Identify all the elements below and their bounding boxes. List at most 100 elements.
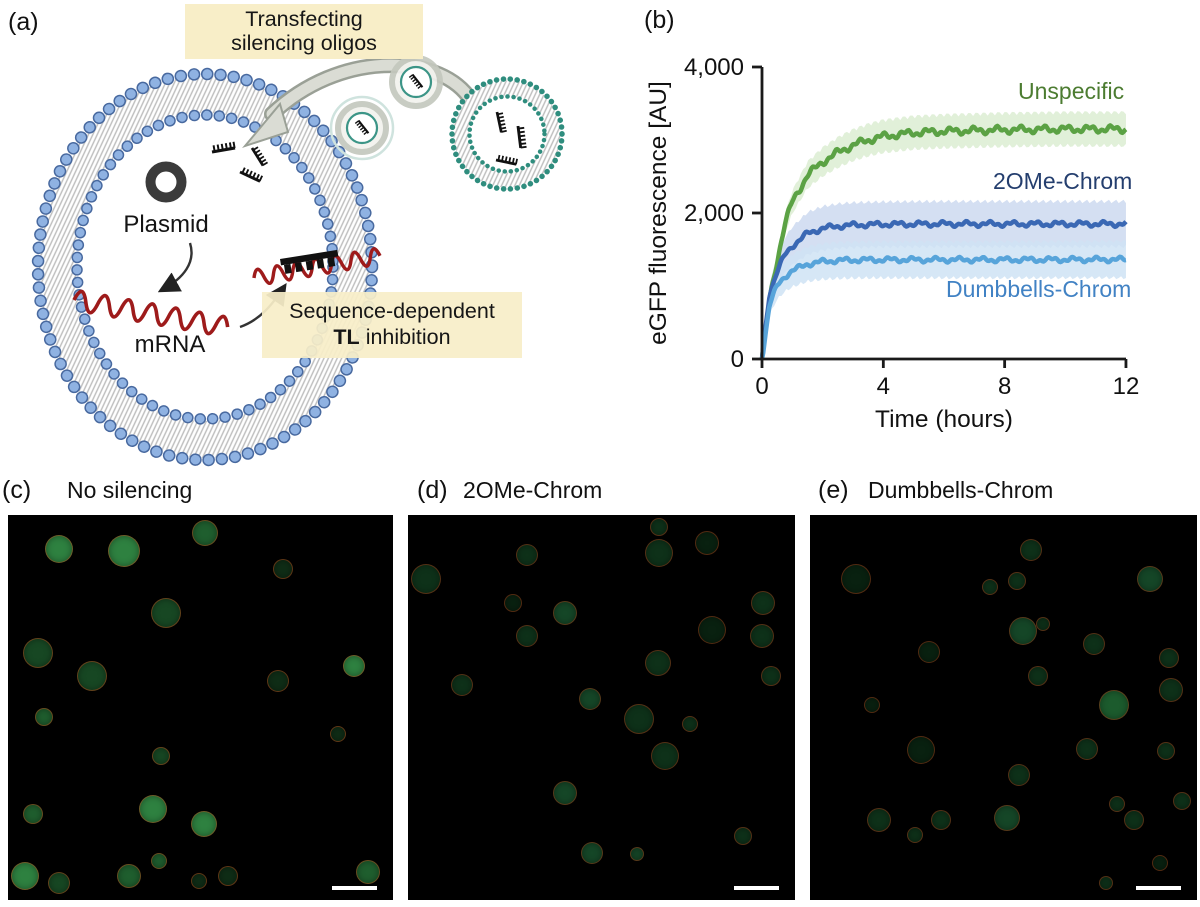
- free-oligo-icon: [238, 165, 264, 183]
- gfp-vesicle: [552, 601, 577, 626]
- gfp-vesicle: [750, 591, 775, 615]
- band-2OMe-Chrom: [762, 199, 1126, 359]
- y-tick-label: 4,000: [684, 54, 744, 81]
- gfp-vesicle: [1007, 572, 1026, 591]
- band-Unspecific: [762, 111, 1126, 359]
- x-axis-title: Time (hours): [875, 406, 1013, 433]
- gfp-vesicle: [330, 725, 347, 742]
- gfp-vesicle: [624, 703, 655, 734]
- gfp-vesicle: [77, 661, 108, 692]
- gfp-vesicle: [630, 847, 645, 862]
- series-label-2OMe-Chrom: 2OMe-Chrom: [993, 168, 1132, 194]
- panel-d-label: (d): [417, 476, 448, 504]
- gfp-vesicle: [1036, 617, 1051, 632]
- scale-bar: [734, 886, 779, 890]
- gfp-vesicle: [191, 872, 208, 889]
- gfp-vesicle: [733, 826, 752, 845]
- gfp-vesicle: [273, 559, 294, 580]
- gfp-vesicle: [22, 638, 53, 669]
- gfp-vesicle: [411, 564, 442, 595]
- gfp-vesicle: [867, 808, 892, 833]
- gfp-vesicle: [1083, 632, 1106, 655]
- gfp-vesicle: [698, 615, 727, 644]
- gfp-vesicle: [749, 624, 774, 649]
- gfp-vesicle: [117, 863, 142, 888]
- callout-bottom-line1: Sequence-dependent: [289, 299, 495, 323]
- scale-bar: [1136, 886, 1181, 890]
- gfp-vesicle: [267, 670, 290, 693]
- transfecting-callout: Transfecting silencing oligos: [185, 4, 423, 59]
- callout-top-line1: Transfecting: [245, 7, 363, 31]
- gfp-vesicle: [22, 803, 43, 824]
- gfp-vesicle: [1172, 791, 1191, 810]
- gfp-vesicle: [152, 746, 171, 765]
- callout-top-line2: silencing oligos: [231, 31, 377, 55]
- transfecting-vesicle-icon: [392, 58, 440, 106]
- plasmid-label: Plasmid: [123, 211, 208, 238]
- gfp-vesicle: [48, 871, 71, 894]
- series-line-Dumbbells-Chrom: [759, 254, 1127, 360]
- gfp-vesicle: [1156, 741, 1175, 760]
- gfp-vesicle: [645, 650, 672, 677]
- micrograph-no-silencing: [8, 515, 393, 900]
- gfp-vesicle: [651, 741, 680, 770]
- liposome-membrane: [31, 67, 379, 467]
- micrograph-dumbbells-chrom: [810, 515, 1197, 900]
- x-tick-label: 4: [877, 373, 890, 400]
- gfp-vesicle: [993, 804, 1020, 831]
- free-oligo-icon: [250, 143, 270, 167]
- gfp-vesicle: [191, 519, 218, 546]
- gfp-vesicle: [1098, 690, 1129, 721]
- gfp-vesicle: [1020, 538, 1043, 561]
- gfp-vesicle: [1108, 795, 1125, 812]
- gfp-vesicle: [864, 697, 881, 714]
- panel-d-title: 2OMe-Chrom: [463, 477, 603, 503]
- free-oligo-icon: [209, 140, 237, 154]
- gfp-vesicle: [552, 780, 577, 805]
- y-tick-label: 0: [731, 346, 744, 373]
- gfp-vesicle: [218, 865, 239, 886]
- x-tick-label: 8: [998, 373, 1011, 400]
- panel-c-title: No silencing: [67, 477, 193, 503]
- gfp-vesicle: [650, 518, 669, 537]
- series-line-Unspecific: [759, 123, 1128, 360]
- gfp-vesicle: [355, 860, 380, 885]
- gfp-vesicle: [35, 707, 54, 726]
- panel-b-label: (b): [644, 6, 675, 34]
- gfp-vesicle: [190, 811, 217, 837]
- gfp-vesicle: [451, 674, 474, 696]
- band-Dumbbells-Chrom: [762, 239, 1126, 359]
- scale-bar: [332, 886, 377, 890]
- gfp-vesicle: [695, 530, 720, 555]
- bound-oligo-icon: [280, 249, 339, 274]
- gfp-vesicle: [45, 535, 74, 564]
- transcription-arrow-icon: [157, 242, 193, 293]
- gfp-vesicle: [1009, 617, 1038, 646]
- gfp-vesicle: [138, 794, 167, 823]
- gfp-vesicle: [906, 827, 923, 844]
- gfp-vesicle: [11, 861, 40, 890]
- gfp-vesicle: [151, 598, 182, 629]
- gfp-vesicle: [645, 538, 674, 567]
- vesicle-halo: [329, 95, 395, 161]
- gfp-vesicle: [516, 625, 539, 648]
- panel-c-label: (c): [2, 476, 32, 504]
- gfp-vesicle: [760, 666, 781, 687]
- gfp-vesicle: [1136, 566, 1163, 593]
- y-axis-title: eGFP fluorescence [AU]: [645, 81, 672, 345]
- panel-e-title: Dumbbells-Chrom: [868, 477, 1054, 503]
- mrna-squiggle: [72, 289, 230, 336]
- plasmid-icon: [145, 161, 187, 203]
- panel-e-label: (e): [818, 476, 849, 504]
- gfp-vesicle: [1028, 666, 1049, 687]
- gfp-vesicle: [1151, 854, 1168, 871]
- gfp-vesicle: [151, 852, 168, 869]
- gfp-vesicle: [342, 655, 365, 678]
- x-tick-label: 0: [755, 373, 768, 400]
- liposome-diagram: Plasmid mRNA: [31, 4, 565, 467]
- gfp-vesicle: [1158, 678, 1183, 703]
